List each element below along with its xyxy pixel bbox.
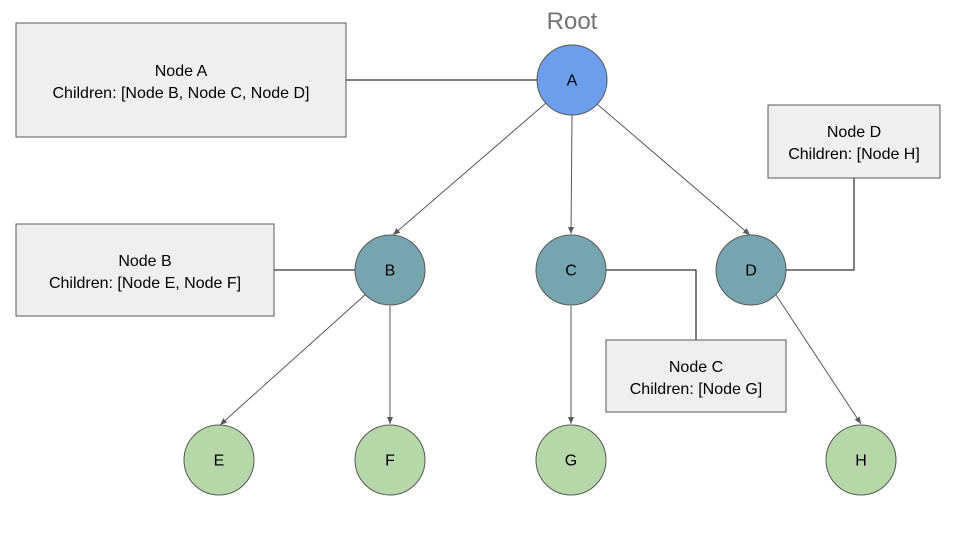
node-c-circle xyxy=(535,234,607,306)
node-h-label: H xyxy=(855,453,867,470)
node-b-circle xyxy=(354,234,426,306)
node-h-circle xyxy=(825,424,897,496)
info-box-d-title: Node D xyxy=(827,124,881,141)
edge-b-e xyxy=(219,293,367,426)
node-d-label: D xyxy=(745,263,757,280)
node-e: E xyxy=(183,424,255,496)
node-h: H xyxy=(825,424,897,496)
info-box-b: Node B Children: [Node E, Node F] xyxy=(15,223,275,317)
info-box-a: Node A Children: [Node B, Node C, Node D… xyxy=(15,22,347,138)
info-box-a-children: Children: [Node B, Node C, Node D] xyxy=(52,85,309,102)
node-c: C xyxy=(535,234,607,306)
info-box-b-title: Node B xyxy=(118,253,171,270)
info-box-d: Node D Children: [Node H] xyxy=(767,104,941,179)
info-box-a-title: Node A xyxy=(155,63,208,80)
node-g-circle xyxy=(535,424,607,496)
connector-d xyxy=(786,178,855,271)
edge-d-h xyxy=(775,294,862,425)
node-a: A xyxy=(536,44,608,116)
info-box-c-children: Children: [Node G] xyxy=(630,381,763,398)
node-f-label: F xyxy=(385,453,395,470)
connector-c xyxy=(606,269,697,340)
info-box-b-children: Children: [Node E, Node F] xyxy=(49,275,241,292)
node-e-label: E xyxy=(214,453,225,470)
node-g: G xyxy=(535,424,607,496)
info-box-d-children: Children: [Node H] xyxy=(788,146,920,163)
node-c-label: C xyxy=(565,263,577,280)
node-g-label: G xyxy=(565,453,577,470)
root-label: Root xyxy=(547,8,598,35)
node-b: B xyxy=(354,234,426,306)
node-d-circle xyxy=(715,234,787,306)
edge-a-b xyxy=(392,102,547,236)
edge-a-d xyxy=(596,103,751,236)
node-d: D xyxy=(715,234,787,306)
node-a-label: A xyxy=(567,73,578,90)
node-b-label: B xyxy=(385,263,396,280)
node-f: F xyxy=(354,424,426,496)
info-box-c: Node C Children: [Node G] xyxy=(605,339,787,413)
info-box-c-title: Node C xyxy=(669,359,723,376)
edge-a-c xyxy=(568,114,575,235)
node-a-circle xyxy=(536,44,608,116)
node-e-circle xyxy=(183,424,255,496)
node-f-circle xyxy=(354,424,426,496)
